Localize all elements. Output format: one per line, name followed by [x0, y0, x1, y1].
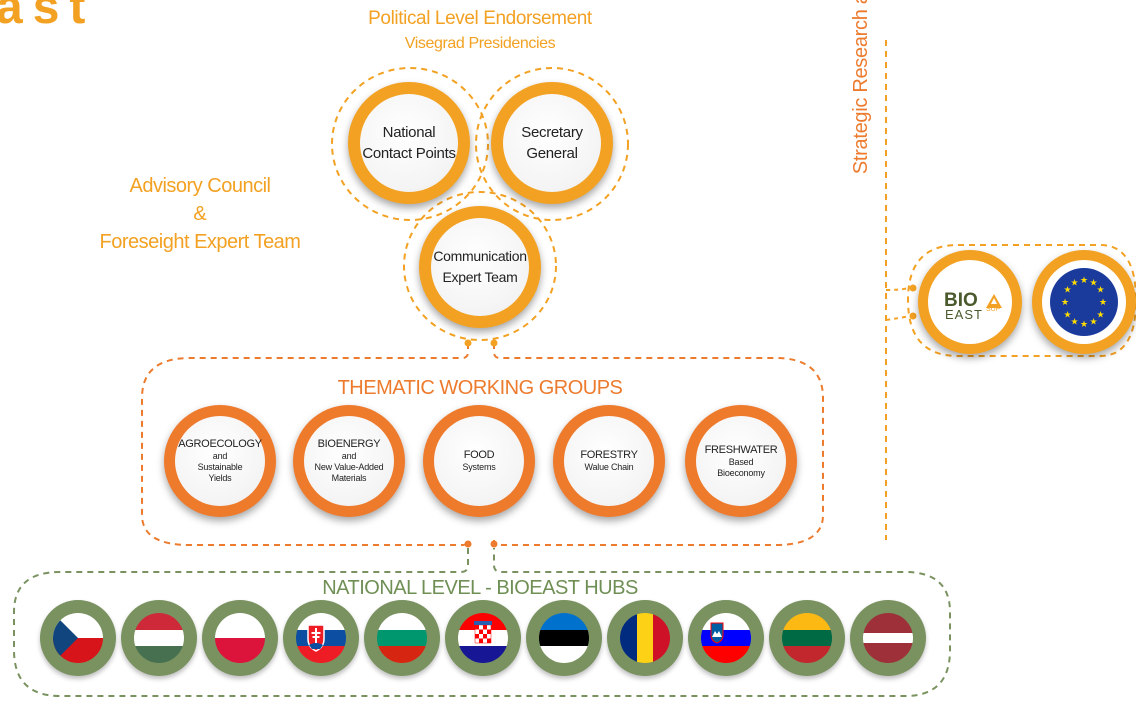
- flag-estonia-icon: [526, 600, 602, 676]
- foresight-team-label: Foreseight Expert Team: [99, 231, 301, 253]
- wg-sub2: Bioeconomy: [717, 467, 765, 478]
- flag-slovakia-icon: [283, 600, 359, 676]
- wg-sub3: Materials: [331, 473, 367, 483]
- wg-bioenergy-node: BIOENERGY and New Value-Added Materials: [293, 405, 405, 517]
- node-label-line2: General: [526, 145, 578, 162]
- svg-text:★: ★: [1096, 311, 1104, 321]
- wg-freshwater-node: FRESHWATER Based Bioeconomy: [685, 405, 797, 517]
- bioeast-logo-node: BIO EAST SUP: [918, 250, 1022, 354]
- bioeast-logo-sup: SUP: [986, 306, 1001, 313]
- wg-food-node: FOOD Systems: [423, 405, 535, 517]
- svg-text:★: ★: [1070, 279, 1078, 289]
- flag-poland-icon: [202, 600, 278, 676]
- svg-text:★: ★: [1061, 298, 1069, 308]
- eu-flag-logo-node: ★★★★ ★★★★ ★★★★: [1032, 250, 1136, 354]
- wg-sub3: Yields: [208, 473, 232, 483]
- flag-slovenia-icon: [688, 600, 764, 676]
- wg-sub1: and: [212, 451, 228, 461]
- svg-text:★: ★: [1063, 286, 1071, 296]
- eu-flag-icon: ★★★★ ★★★★ ★★★★: [1050, 268, 1118, 336]
- wg-sub1: and: [341, 451, 357, 461]
- bioeast-logo-east: EAST: [945, 307, 983, 322]
- wg-sub1: Walue Chain: [584, 462, 634, 472]
- wg-sub1: Based: [728, 456, 754, 467]
- wg-sub2: New Value-Added: [314, 462, 384, 472]
- national-contact-points-node: National Contact Points: [348, 82, 470, 204]
- logo-fragment: ast: [0, 0, 96, 34]
- flag-latvia-icon: [850, 600, 926, 676]
- svg-text:★: ★: [1070, 318, 1078, 328]
- svg-text:★: ★: [1099, 298, 1107, 308]
- svg-text:★: ★: [1063, 311, 1071, 321]
- communication-expert-team-node: Communication Expert Team: [419, 206, 541, 328]
- flag-bulgaria-icon: [364, 600, 440, 676]
- flag-romania-icon: [607, 600, 683, 676]
- bioeast-triangle-icon: [986, 294, 1002, 308]
- flag-lithuania-icon: [769, 600, 845, 676]
- advisory-ampersand: &: [193, 203, 207, 225]
- wg-forestry-node: FORESTRY Walue Chain: [553, 405, 665, 517]
- advisory-council-label: Advisory Council: [129, 175, 271, 197]
- wg-title: FOOD: [463, 449, 495, 461]
- national-level-title: NATIONAL LEVEL - BIOEAST HUBS: [322, 577, 638, 599]
- flag-croatia-icon: [445, 600, 521, 676]
- secretary-general-node: Secretary General: [491, 82, 613, 204]
- svg-text:★: ★: [1096, 286, 1104, 296]
- wg-title: FRESHWATER: [704, 443, 778, 456]
- wg-title: BIOENERGY: [317, 438, 381, 450]
- wg-title: AGROECOLOGY: [178, 438, 262, 450]
- node-label-line2: Contact Points: [362, 145, 456, 162]
- political-endorsement-title: Political Level Endorsement: [368, 8, 592, 29]
- wg-sub2: Sustainable: [197, 462, 243, 472]
- svg-text:★: ★: [1089, 279, 1097, 289]
- svg-text:★: ★: [1080, 320, 1088, 330]
- svg-text:★: ★: [1089, 318, 1097, 328]
- wg-title: FORESTRY: [580, 449, 638, 461]
- strategic-agenda-label: Strategic Research and Innovation Agenda: [848, 0, 874, 240]
- svg-text:★: ★: [1080, 276, 1088, 286]
- bioeast-logo-bio: BIO: [944, 290, 978, 311]
- flag-hungary-icon: [121, 600, 197, 676]
- wg-agroecology-node: AGROECOLOGY and Sustainable Yields: [164, 405, 276, 517]
- node-label-line2: Expert Team: [442, 269, 518, 285]
- wg-sub1: Systems: [462, 462, 496, 472]
- node-label-line1: Secretary: [521, 124, 583, 141]
- node-label-line1: Communication: [433, 248, 527, 264]
- flag-czech-republic-icon: [40, 600, 116, 676]
- node-label-line1: National: [382, 124, 436, 141]
- political-endorsement-subtitle: Visegrad Presidencies: [404, 35, 556, 52]
- thematic-groups-title: THEMATIC WORKING GROUPS: [337, 377, 623, 399]
